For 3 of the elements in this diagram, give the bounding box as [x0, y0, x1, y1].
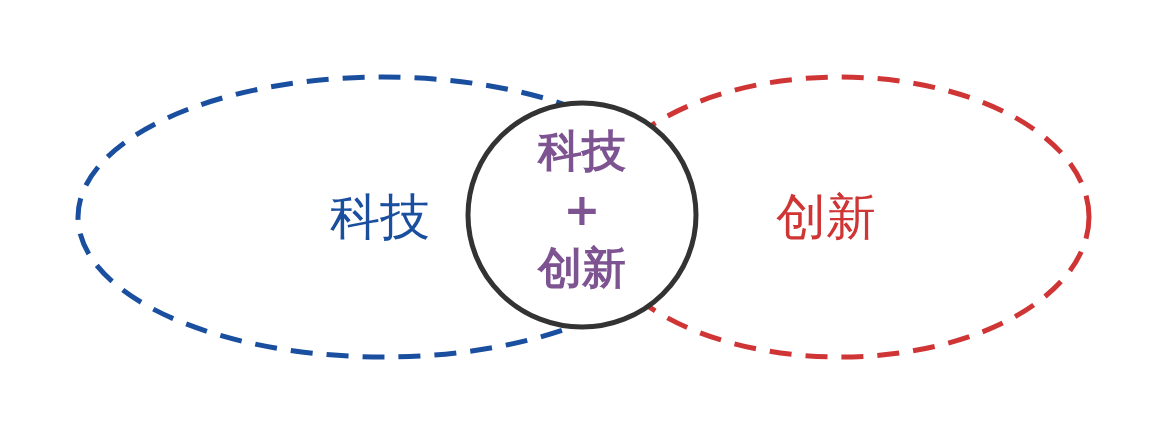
label: 创新 [776, 192, 876, 242]
label: 科技 + 创新 [536, 124, 627, 296]
label: 科技 [330, 192, 430, 242]
